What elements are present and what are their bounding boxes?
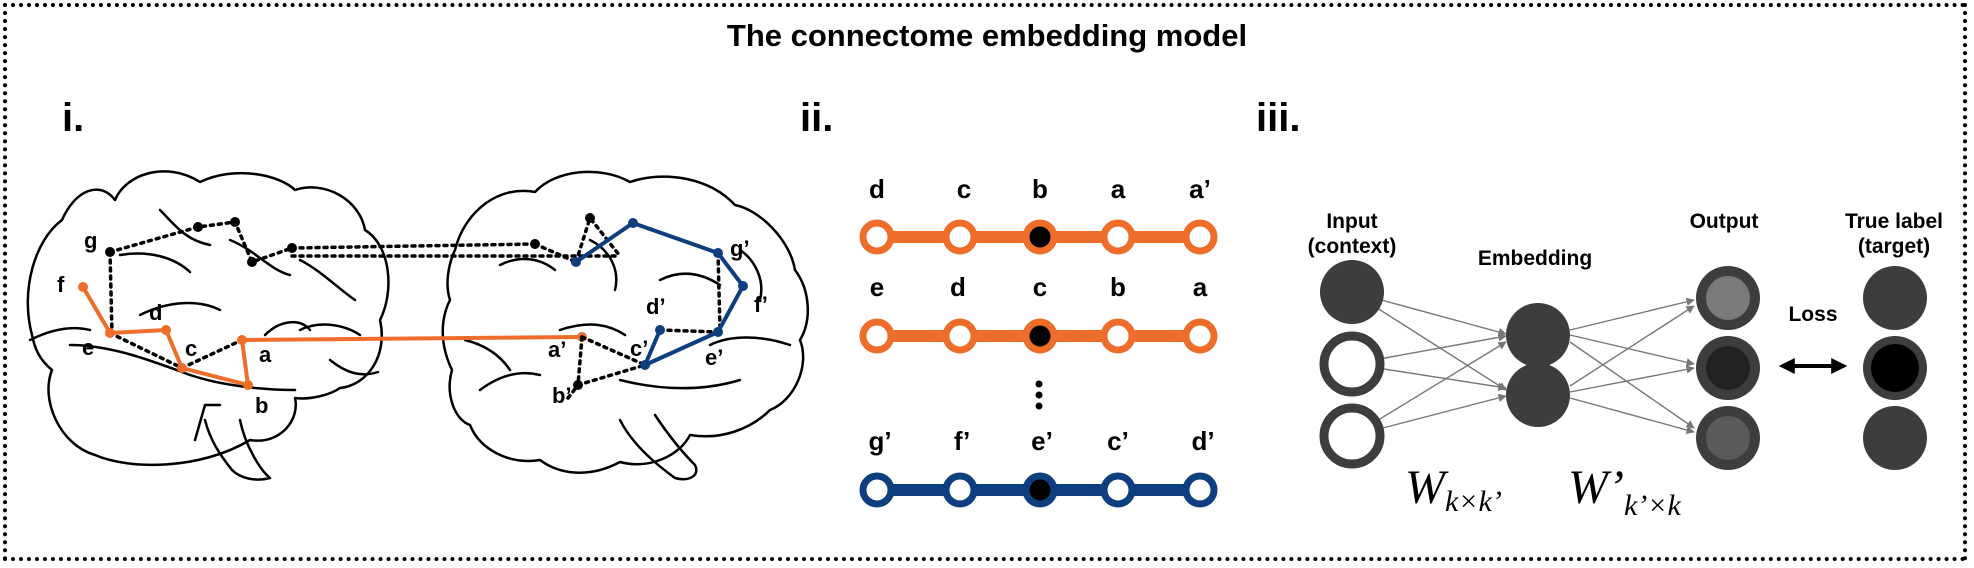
panel-label-ii: ii. xyxy=(800,96,834,140)
node-label-d-prime: d’ xyxy=(646,294,666,319)
walk2-label-2: c xyxy=(1033,272,1047,302)
embedding-layer xyxy=(1506,303,1570,427)
walk2-label-1: d xyxy=(950,272,966,302)
true-label-layer xyxy=(1863,266,1927,470)
node-label-e: e xyxy=(82,335,94,360)
weight-matrix-2: W’k’×k xyxy=(1568,461,1682,522)
output-layer xyxy=(1696,266,1760,470)
walk1-label-1: c xyxy=(957,174,971,204)
walk1-label-3: a xyxy=(1111,174,1126,204)
node-label-f: f xyxy=(57,272,65,297)
left-brain-outline xyxy=(26,170,390,481)
input-label-line2: (context) xyxy=(1308,235,1397,258)
right-dotted-edges xyxy=(533,214,722,400)
figure-title: The connectome embedding model xyxy=(726,18,1248,53)
right-brain-outline xyxy=(441,170,810,481)
walk2-label-0: e xyxy=(870,272,884,302)
true-label-line2: (target) xyxy=(1858,235,1930,258)
weight-matrix-1: Wk×k’ xyxy=(1405,461,1502,518)
walk-row-3: g’ f’ e’ c’ d’ xyxy=(859,426,1218,508)
walk2-label-3: b xyxy=(1110,272,1126,302)
walk1-label-4: a’ xyxy=(1189,174,1211,204)
node-label-d: d xyxy=(149,300,162,325)
panel-label-iii: iii. xyxy=(1256,96,1301,140)
panel-label-i: i. xyxy=(62,96,85,140)
node-label-a-prime: a’ xyxy=(548,337,566,362)
dotted-frame xyxy=(3,3,1967,561)
walk3-label-2: e’ xyxy=(1031,426,1053,456)
right-nodes xyxy=(530,213,748,390)
walk1-label-0: d xyxy=(869,174,885,204)
node-label-c-prime: c’ xyxy=(630,336,648,361)
right-node-labels: g’ f’ d’ a’ c’ e’ b’ xyxy=(548,236,768,408)
output-label: Output xyxy=(1690,210,1759,233)
node-label-e-prime: e’ xyxy=(705,345,723,370)
node-label-b: b xyxy=(255,393,268,418)
node-label-a: a xyxy=(259,342,272,367)
node-label-g: g xyxy=(84,228,97,253)
embedding-label: Embedding xyxy=(1478,247,1592,270)
walk3-label-0: g’ xyxy=(868,426,891,456)
walk-ellipsis xyxy=(1035,380,1043,410)
left-orange-walk xyxy=(81,285,583,387)
walk3-label-4: d’ xyxy=(1191,426,1214,456)
node-label-c: c xyxy=(185,336,197,361)
walk1-label-2: b xyxy=(1032,174,1048,204)
left-node-labels: g f d e c a b xyxy=(57,228,272,418)
loss-label: Loss xyxy=(1788,303,1837,326)
panel-i: g f d e c a b xyxy=(26,170,810,481)
walk2-label-4: a xyxy=(1193,272,1208,302)
input-label-line1: Input xyxy=(1326,210,1377,233)
true-label-line1: True label xyxy=(1845,210,1943,233)
walk3-label-3: c’ xyxy=(1107,426,1129,456)
input-layer xyxy=(1319,260,1385,469)
walk-row-1: d c b a a’ xyxy=(859,174,1218,255)
node-label-f-prime: f’ xyxy=(754,292,768,317)
node-label-b-prime: b’ xyxy=(552,383,572,408)
panel-ii: d c b a a’ e d c b a xyxy=(859,174,1218,508)
walk-row-2: e d c b a xyxy=(859,272,1218,354)
panel-iii: Input (context) Embedding Output True la… xyxy=(1308,210,1943,522)
walk3-label-1: f’ xyxy=(954,426,970,456)
node-label-g-prime: g’ xyxy=(730,236,750,261)
